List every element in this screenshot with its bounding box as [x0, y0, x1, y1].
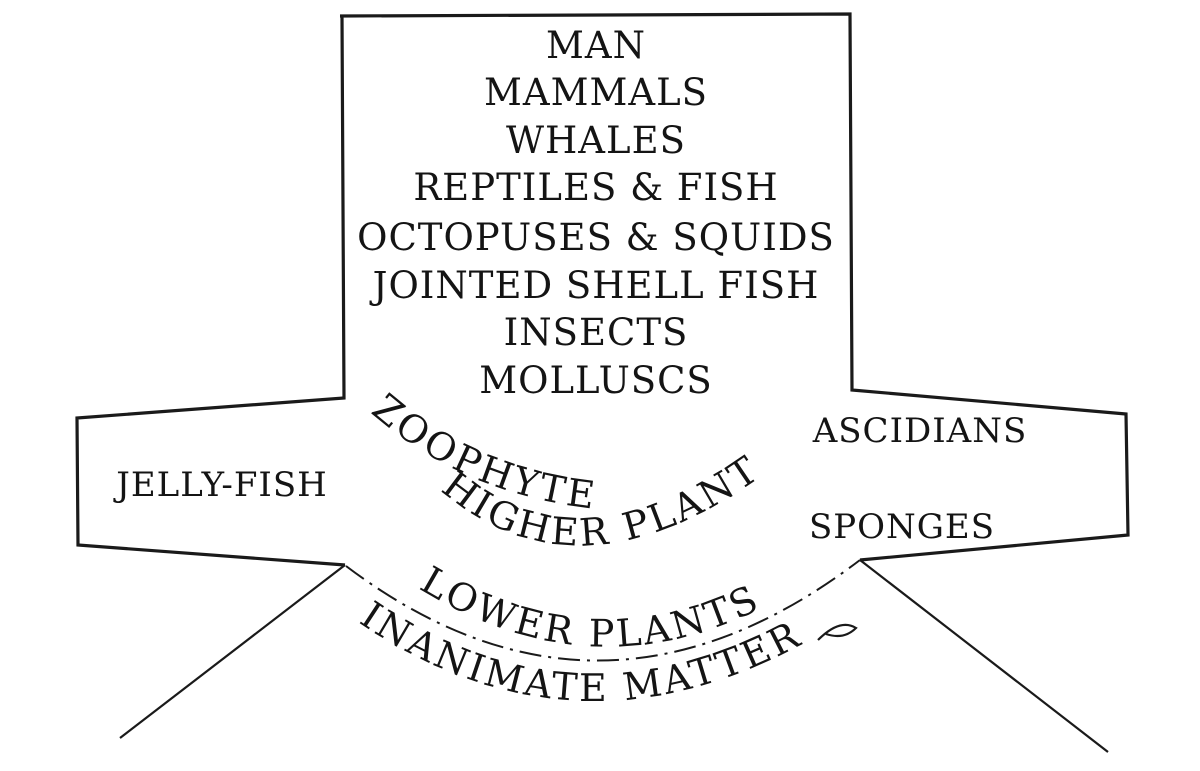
stack-label-molluscs: MOLLUSCS — [479, 359, 713, 402]
upper-group-stack: MAN MAMMALS WHALES REPTILES & FISH OCTOP… — [357, 24, 835, 402]
stack-label-man: MAN — [546, 24, 646, 67]
left-spread-line — [119, 564, 346, 739]
diagram-outline — [75, 12, 1130, 567]
right-spread-line — [859, 559, 1109, 753]
calligraphic-flourish — [817, 623, 858, 641]
stack-label-mammals: MAMMALS — [484, 71, 708, 114]
stack-label-jointed-shell-fish: JOINTED SHELL FISH — [369, 264, 820, 307]
left-branch-label: JELLY-FISH — [113, 465, 328, 505]
stack-label-insects: INSECTS — [504, 311, 689, 354]
right-branch-lower-label: SPONGES — [809, 507, 995, 547]
stack-label-whales: WHALES — [506, 119, 686, 162]
stack-label-octopuses-squids: OCTOPUSES & SQUIDS — [357, 216, 835, 259]
stack-label-reptiles-fish: REPTILES & FISH — [413, 166, 778, 209]
right-branch-upper-label: ASCIDIANS — [812, 411, 1028, 451]
lower-boundary-curve — [345, 559, 861, 662]
